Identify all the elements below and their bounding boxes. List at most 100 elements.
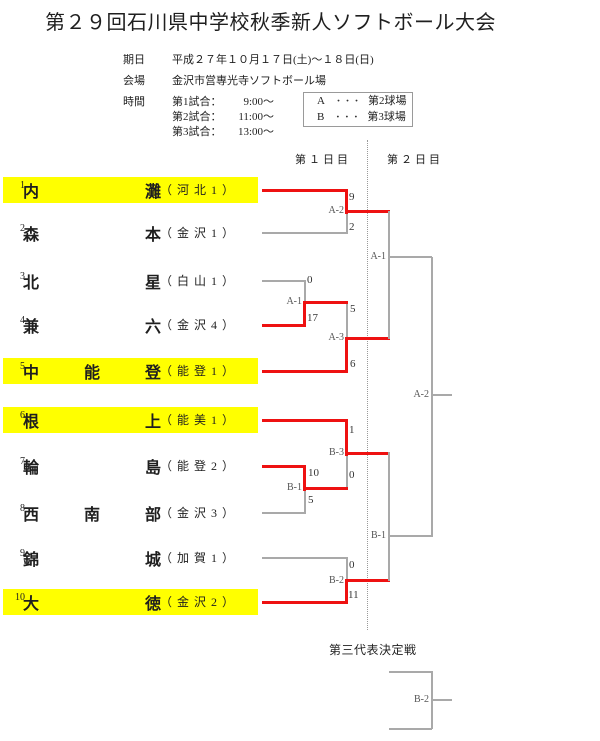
team-affiliation: （ 白 山 1 ） bbox=[160, 274, 236, 288]
legend-field-b: 第3球場 bbox=[367, 111, 406, 123]
third-place-match-title: 第三代表決定戦 bbox=[329, 643, 417, 657]
team-name: 西南部 bbox=[23, 500, 161, 526]
score-b1-top: 10 bbox=[308, 467, 319, 479]
match-b2-output bbox=[346, 579, 390, 582]
team-name-char: 大 bbox=[23, 596, 40, 613]
line-team10 bbox=[262, 601, 348, 604]
seed-number: 3 bbox=[20, 271, 25, 282]
score-a1-top: 0 bbox=[307, 274, 313, 286]
match-label-a3: A-3 bbox=[328, 332, 344, 343]
venue-value: 金沢市営専光寺ソフトボール場 bbox=[172, 75, 326, 87]
line-team9 bbox=[262, 557, 348, 559]
team-affiliation: （ 能 登 1 ） bbox=[160, 364, 236, 378]
team-name-char: 森 bbox=[23, 227, 40, 244]
match-a3-vertical bbox=[346, 302, 348, 371]
day-divider-dotted-line bbox=[367, 140, 368, 630]
seed-number: 9 bbox=[20, 548, 25, 559]
line-team1 bbox=[262, 189, 348, 192]
legend-row-a: A・・・第2球場 bbox=[304, 93, 412, 109]
score-b3-bottom: 0 bbox=[349, 469, 355, 481]
legend-dots: ・・・ bbox=[333, 112, 361, 122]
match-label-final: A-2 bbox=[413, 389, 429, 400]
team-name-char: 根 bbox=[23, 414, 40, 431]
team-name: 根上 bbox=[23, 407, 161, 433]
team-name-char: 徳 bbox=[144, 596, 161, 613]
score-a2-top: 9 bbox=[349, 191, 355, 203]
line-team8 bbox=[262, 512, 306, 514]
team-name-char: 城 bbox=[144, 552, 161, 569]
team-affiliation: （ 金 沢 2 ） bbox=[160, 595, 236, 609]
score-b1-bottom: 5 bbox=[308, 494, 314, 506]
seed-number: 8 bbox=[20, 503, 25, 514]
line-team6 bbox=[262, 419, 348, 422]
team-name: 森本 bbox=[23, 220, 161, 246]
match-label-a1: A-1 bbox=[286, 296, 302, 307]
game1-time-value: 9:00～ bbox=[243, 96, 274, 108]
team-name-char: 部 bbox=[144, 507, 161, 524]
game2-time-value: 11:00～ bbox=[238, 111, 274, 123]
semifinal-b1-output bbox=[388, 535, 432, 537]
team-name-char: 能 bbox=[83, 365, 100, 382]
seed-number: 1 bbox=[20, 180, 25, 191]
match-label-b3: B-3 bbox=[329, 447, 344, 458]
match-a2-winner-path bbox=[345, 189, 348, 214]
team-affiliation: （ 河 北 1 ） bbox=[160, 183, 236, 197]
field-legend-box: A・・・第2球場 B・・・第3球場 bbox=[303, 92, 413, 127]
line-team5 bbox=[262, 370, 348, 373]
semifinal-a1-output bbox=[388, 256, 432, 258]
match-label-day2-b1: B-1 bbox=[371, 530, 386, 541]
legend-code-a: A bbox=[317, 95, 325, 107]
match-a2-output bbox=[346, 210, 390, 213]
match-a1-winner-path bbox=[303, 301, 306, 327]
match-b3-winner-path bbox=[345, 419, 348, 456]
date-value: 平成２７年１０月１７日(土)～１８日(日) bbox=[172, 54, 374, 66]
team-name-char: 中 bbox=[23, 365, 40, 382]
line-team3 bbox=[262, 280, 306, 282]
line-team2 bbox=[262, 232, 348, 234]
final-output bbox=[431, 394, 452, 396]
match-label-b2: B-2 bbox=[329, 575, 344, 586]
match-a3-output bbox=[346, 337, 390, 340]
semifinal-a1-vertical bbox=[388, 211, 390, 339]
team-affiliation: （ 金 沢 3 ） bbox=[160, 506, 236, 520]
team-name-char: 北 bbox=[23, 275, 40, 292]
third-place-bottom-line bbox=[389, 728, 432, 730]
final-vertical bbox=[431, 257, 433, 537]
game1-time-label: 第1試合： bbox=[172, 96, 222, 108]
team-name-char: 上 bbox=[144, 414, 161, 431]
score-a1-bottom: 17 bbox=[307, 312, 318, 324]
team-name-char: 錦 bbox=[23, 552, 40, 569]
seed-number: 5 bbox=[20, 361, 25, 372]
venue-label: 会場 bbox=[123, 75, 145, 87]
team-name: 輪島 bbox=[23, 453, 161, 479]
seed-number: 7 bbox=[20, 456, 25, 467]
score-a3-top: 5 bbox=[350, 303, 356, 315]
match-label-a2: A-2 bbox=[328, 205, 344, 216]
game3-time-value: 13:00～ bbox=[237, 126, 274, 138]
team-affiliation: （ 金 沢 1 ） bbox=[160, 226, 236, 240]
score-b3-top: 1 bbox=[349, 424, 355, 436]
team-name-char: 輪 bbox=[23, 460, 40, 477]
match-a3-winner-path bbox=[345, 337, 348, 373]
legend-row-b: B・・・第3球場 bbox=[304, 109, 412, 125]
team-name-char: 兼 bbox=[23, 319, 40, 336]
team-name-char: 南 bbox=[83, 507, 100, 524]
seed-number: 4 bbox=[20, 315, 25, 326]
match-label-third-place: B-2 bbox=[414, 694, 429, 705]
team-name-char: 西 bbox=[23, 507, 40, 524]
seed-number: 10 bbox=[15, 592, 25, 603]
time-label: 時間 bbox=[123, 96, 145, 108]
team-name: 大徳 bbox=[23, 589, 161, 615]
match-b2-winner-path bbox=[345, 579, 348, 604]
